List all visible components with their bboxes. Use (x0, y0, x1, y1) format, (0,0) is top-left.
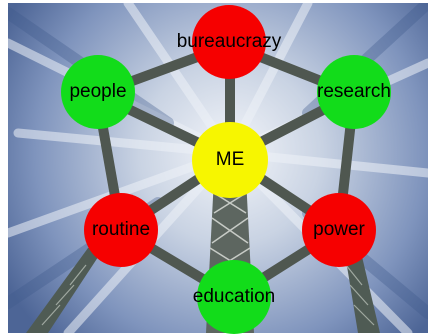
node-power: power (302, 193, 376, 267)
node-people: people (61, 55, 135, 129)
node-label-research: research (317, 81, 391, 102)
node-bureaucrazy: bureaucrazy (177, 5, 281, 79)
node-education: education (193, 260, 275, 334)
node-label-power: power (313, 219, 365, 240)
node-label-me: ME (215, 149, 245, 170)
node-label-bureaucrazy: bureaucrazy (176, 31, 282, 52)
node-label-routine: routine (91, 219, 151, 240)
node-label-people: people (69, 81, 127, 102)
node-me: ME (192, 122, 268, 198)
lattice-leg-left (26, 248, 104, 333)
lattice-leg-right (344, 248, 380, 333)
node-label-education: education (192, 286, 276, 307)
node-research: research (317, 55, 391, 129)
node-routine: routine (84, 193, 158, 267)
